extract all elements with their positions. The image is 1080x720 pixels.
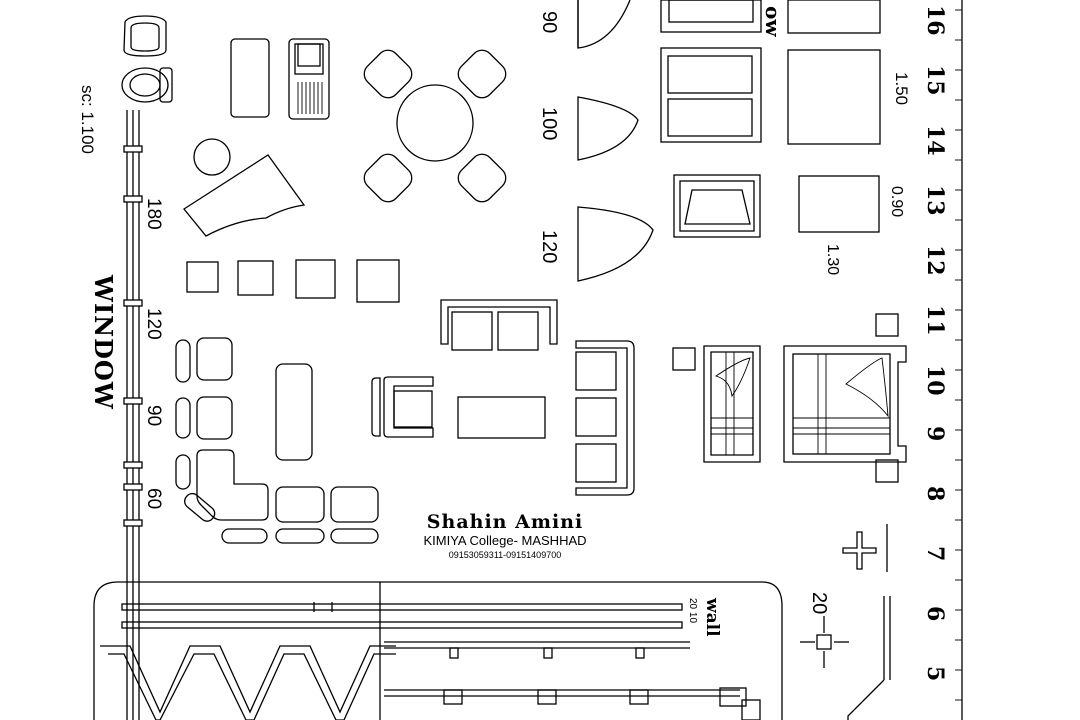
round-stool-icon: [193, 138, 231, 176]
small-square-icon: [672, 347, 696, 371]
wall-stencil-panel: [93, 581, 783, 720]
window-width-label: 180: [143, 198, 164, 230]
ruler-number: 10: [922, 365, 948, 396]
ruler-number: 6: [922, 606, 948, 621]
door-100-icon: [577, 96, 639, 161]
ruler-number: 14: [922, 125, 948, 156]
armchair-icon: [371, 376, 434, 438]
ruler-number: 9: [922, 426, 948, 441]
double-window-icon: [660, 47, 762, 143]
ruler-number: 5: [922, 666, 948, 681]
wall-sizes-label: 20 10: [687, 598, 698, 623]
door-width-label: 120: [538, 230, 560, 263]
column-grid-stencil: [384, 641, 761, 720]
trapezoid-sink-icon: [673, 174, 761, 238]
scale-label: sc: 1.100: [78, 85, 97, 154]
door-width-label: 100: [538, 107, 560, 140]
small-square-icon: [875, 459, 899, 483]
crosshair-marker-icon: [842, 524, 888, 572]
square-unit-icon: [787, 0, 881, 34]
small-square-icon: [875, 313, 899, 337]
size-label: 1.50: [892, 72, 911, 105]
ruler-number: 11: [922, 305, 948, 336]
square-unit-icon: [787, 49, 881, 145]
rectangle-unit-icon: [798, 175, 880, 233]
coffee-table-icon: [275, 363, 313, 461]
cabinet-icon: [288, 38, 330, 120]
window-unit-icon: [660, 0, 762, 33]
ruler-number: 8: [922, 486, 948, 501]
window-width-label: 60: [143, 488, 164, 509]
desk-icon: [230, 38, 270, 118]
arrow-stencil-icon: [847, 596, 891, 720]
door-width-label: 90: [538, 11, 560, 33]
two-seat-sofa-icon: [440, 299, 558, 351]
toilet-icon: [121, 67, 173, 103]
square-block-icon: [237, 260, 274, 296]
sectional-sofa-icon: [175, 337, 379, 544]
square-block-icon: [295, 259, 336, 299]
size-label: 0.90: [888, 186, 905, 217]
size-label: 1.30: [824, 244, 841, 275]
author-name: Shahin Amini: [427, 511, 583, 533]
window-label: WINDOW: [89, 274, 118, 410]
door-120-icon: [577, 206, 654, 282]
shower-stencil-icon: [703, 345, 761, 463]
three-seat-sofa-icon: [575, 340, 635, 496]
square-block-icon: [356, 259, 400, 303]
phone-numbers: 09153059311-09151409700: [449, 550, 561, 560]
window-width-label: 120: [143, 308, 164, 340]
zigzag-stair-stencil: [100, 645, 396, 720]
round-table-with-chairs-icon: [363, 49, 507, 203]
college-name: KIMIYA College- MASHHAD: [423, 533, 586, 548]
corner-desk-icon: [183, 154, 306, 237]
window-label-right: ow: [761, 6, 785, 37]
toilet-top-view-icon: [123, 15, 167, 57]
small-crosshair-icon: [800, 616, 849, 668]
ruler-number: 16: [922, 5, 948, 36]
center-table-icon: [457, 396, 546, 439]
ruler-number: 12: [922, 245, 948, 276]
ruler: [955, 0, 963, 720]
square-block-icon: [186, 261, 219, 293]
large-shower-stencil-icon: [783, 345, 907, 463]
door-90-icon: [577, 0, 631, 49]
cross-size-label: 20: [808, 592, 830, 614]
ruler-number: 13: [922, 185, 948, 216]
window-frame-stencil: [123, 110, 143, 720]
ruler-number: 7: [922, 546, 948, 561]
window-width-label: 90: [143, 405, 164, 426]
wall-label: wall: [702, 597, 722, 637]
ruler-number: 15: [922, 65, 948, 96]
